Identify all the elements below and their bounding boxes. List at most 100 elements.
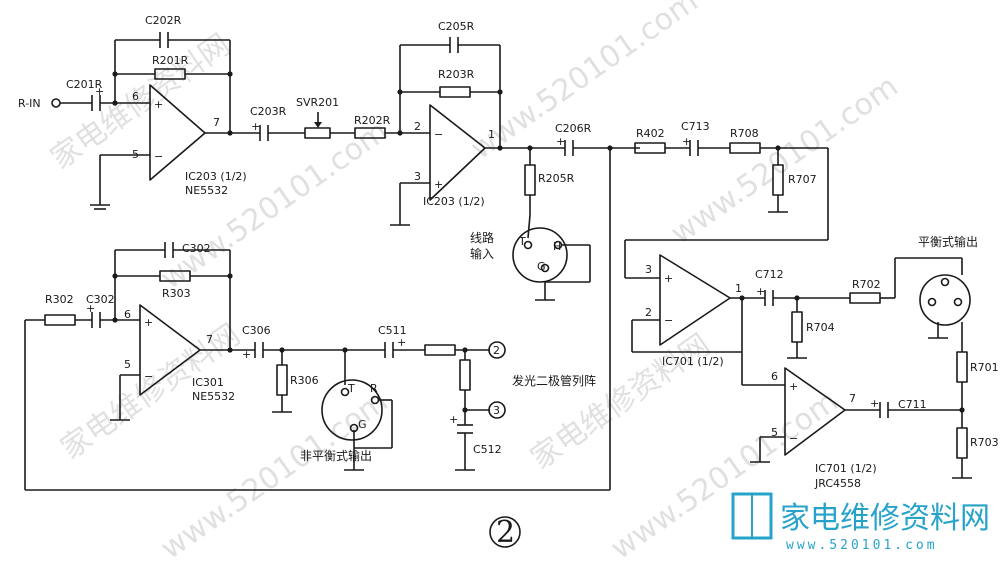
watermark-url: www.520101.com bbox=[665, 69, 905, 252]
svg-text:C511: C511 bbox=[378, 324, 407, 337]
pin-letters: T G H T G R 2 3 bbox=[347, 235, 561, 431]
logo-text: 家电维修资料网 bbox=[780, 501, 990, 536]
svg-text:−: − bbox=[154, 150, 163, 163]
led-array-label: 发光二极管列阵 bbox=[512, 373, 596, 388]
svg-text:JRC4558: JRC4558 bbox=[814, 477, 861, 490]
svg-text:R203R: R203R bbox=[438, 68, 475, 81]
svg-text:6: 6 bbox=[124, 308, 131, 321]
svg-text:6: 6 bbox=[771, 370, 778, 383]
svg-text:+: + bbox=[449, 413, 458, 426]
svg-text:R708: R708 bbox=[730, 127, 759, 140]
watermark-text: 家电维修资料网 bbox=[45, 27, 237, 176]
svg-text:R205R: R205R bbox=[538, 172, 575, 185]
svg-text:+: + bbox=[397, 336, 406, 349]
svg-text:5: 5 bbox=[771, 426, 778, 439]
unbalanced-output-jack bbox=[321, 379, 383, 441]
svg-text:R: R bbox=[370, 382, 378, 395]
line-input-label-1: 线路 bbox=[470, 230, 494, 245]
site-logo: 家电维修资料网 www.520101.com bbox=[731, 492, 990, 553]
svg-text:R704: R704 bbox=[806, 321, 835, 334]
svg-text:+: + bbox=[251, 120, 260, 133]
svg-text:IC701 (1/2): IC701 (1/2) bbox=[815, 462, 877, 475]
svg-text:+: + bbox=[682, 135, 691, 148]
svg-text:IC301: IC301 bbox=[192, 376, 224, 389]
wiring bbox=[24, 39, 972, 491]
svg-text:R701: R701 bbox=[970, 361, 999, 374]
node-2-circle bbox=[488, 341, 506, 359]
opamp-ic301 bbox=[139, 304, 201, 396]
logo-url: www.520101.com bbox=[786, 538, 938, 553]
svg-text:C201R: C201R bbox=[66, 78, 103, 91]
svg-text:SVR201: SVR201 bbox=[296, 96, 339, 109]
svg-text:C512: C512 bbox=[473, 443, 502, 456]
unbalanced-output-label: 非平衡式输出 bbox=[300, 448, 372, 463]
node-3-label: 3 bbox=[493, 404, 500, 417]
svg-text:1: 1 bbox=[488, 128, 495, 141]
svg-text:R707: R707 bbox=[788, 173, 817, 186]
svg-text:R306: R306 bbox=[290, 374, 319, 387]
component-labels: R-IN C201R C202R R201R 6 5 7 IC203 (1/2)… bbox=[18, 14, 999, 490]
watermark-url: www.520101.com bbox=[155, 114, 395, 297]
svg-text:+: + bbox=[95, 85, 104, 98]
svg-text:5: 5 bbox=[124, 358, 131, 371]
node-3-circle bbox=[488, 401, 506, 419]
svg-text:7: 7 bbox=[206, 333, 213, 346]
junctions bbox=[112, 71, 965, 413]
opamp-signs: +− −+ +− +− +− bbox=[144, 98, 798, 445]
svg-text:G: G bbox=[537, 260, 546, 273]
svg-text:G: G bbox=[358, 418, 367, 431]
figure-number: 2 bbox=[496, 515, 515, 550]
svg-text:C713: C713 bbox=[681, 120, 710, 133]
svg-text:R201R: R201R bbox=[152, 54, 189, 67]
opamp-symbols bbox=[139, 84, 846, 456]
svg-text:R303: R303 bbox=[162, 287, 191, 300]
balanced-output-xlr bbox=[919, 274, 971, 326]
svg-text:+: + bbox=[154, 98, 163, 111]
svg-text:+: + bbox=[86, 302, 95, 315]
connectors bbox=[51, 98, 971, 441]
svg-text:C711: C711 bbox=[898, 398, 927, 411]
line-input-label-2: 输入 bbox=[470, 246, 494, 261]
svg-text:+: + bbox=[756, 285, 765, 298]
input-label: R-IN bbox=[18, 97, 41, 110]
svg-text:H: H bbox=[553, 240, 561, 253]
svg-text:T: T bbox=[518, 235, 526, 248]
watermark-text: 家电维修资料网 bbox=[525, 327, 717, 476]
node-2-label: 2 bbox=[493, 344, 500, 357]
svr201-wiper-arrow bbox=[314, 122, 322, 128]
input-terminal bbox=[51, 98, 61, 108]
svg-text:7: 7 bbox=[849, 392, 856, 405]
svg-text:C203R: C203R bbox=[250, 105, 287, 118]
opamp-ic203b bbox=[429, 104, 486, 201]
svg-text:+: + bbox=[144, 316, 153, 329]
opamp-ic203a bbox=[149, 84, 206, 181]
svg-text:C712: C712 bbox=[755, 268, 784, 281]
svg-text:C302: C302 bbox=[182, 242, 211, 255]
svg-text:−: − bbox=[144, 370, 153, 383]
svg-text:−: − bbox=[789, 432, 798, 445]
capacitors bbox=[91, 32, 889, 434]
svg-text:2: 2 bbox=[414, 120, 421, 133]
svg-text:7: 7 bbox=[213, 116, 220, 129]
svg-text:+: + bbox=[789, 380, 798, 393]
svg-text:2: 2 bbox=[645, 306, 652, 319]
balanced-output-label: 平衡式输出 bbox=[918, 234, 978, 249]
svg-text:+: + bbox=[664, 272, 673, 285]
function-labels: 线路 输入 平衡式输出 非平衡式输出 发光二极管列阵 bbox=[300, 230, 978, 463]
svg-text:C302: C302 bbox=[86, 293, 115, 306]
svg-text:1: 1 bbox=[735, 282, 742, 295]
svg-text:C206R: C206R bbox=[555, 122, 592, 135]
svg-text:C205R: C205R bbox=[438, 20, 475, 33]
svg-text:IC203 (1/2): IC203 (1/2) bbox=[423, 195, 485, 208]
opamp-ic701b bbox=[784, 367, 846, 456]
svg-text:R402: R402 bbox=[636, 127, 665, 140]
svg-text:6: 6 bbox=[132, 90, 139, 103]
svg-text:+: + bbox=[242, 348, 251, 361]
svg-text:−: − bbox=[664, 314, 673, 327]
svg-text:NE5532: NE5532 bbox=[192, 390, 235, 403]
svg-text:IC203 (1/2): IC203 (1/2) bbox=[185, 170, 247, 183]
svg-text:C306: C306 bbox=[242, 324, 271, 337]
svg-text:5: 5 bbox=[132, 148, 139, 161]
svg-text:3: 3 bbox=[645, 263, 652, 276]
